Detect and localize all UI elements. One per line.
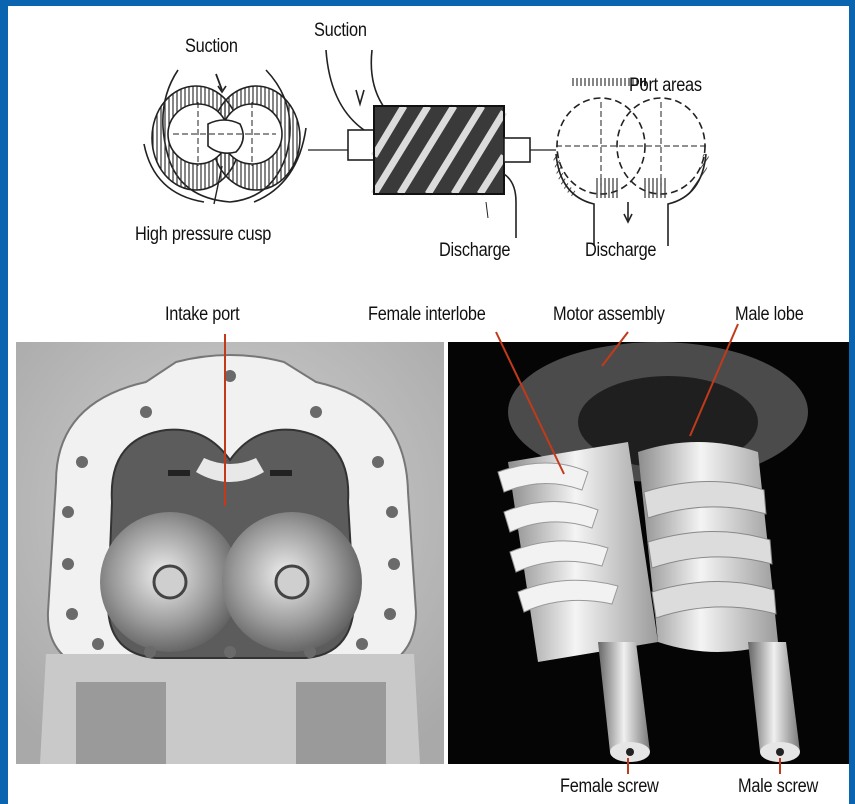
intake-port-label: Intake port [165, 304, 239, 326]
compressor-figure: Suction Suction Port areas High pressure… [8, 6, 849, 804]
high-pressure-cusp-label: High pressure cusp [135, 224, 271, 246]
male-screw-label: Male screw [738, 776, 818, 798]
suction-label-center: Suction [314, 20, 367, 42]
housing-photo [16, 342, 444, 764]
left-cross-section [144, 70, 306, 204]
rotors-photo [448, 342, 849, 764]
suction-label-left: Suction [185, 36, 238, 58]
port-areas-label: Port areas [629, 75, 702, 97]
female-interlobe-label: Female interlobe [368, 304, 486, 326]
center-rotor-view [308, 50, 556, 238]
right-cross-section [556, 78, 708, 246]
motor-assembly-label: Motor assembly [553, 304, 665, 326]
male-lobe-label: Male lobe [735, 304, 804, 326]
discharge-label-right: Discharge [585, 240, 656, 262]
female-screw-label: Female screw [560, 776, 659, 798]
discharge-label-center: Discharge [439, 240, 510, 262]
